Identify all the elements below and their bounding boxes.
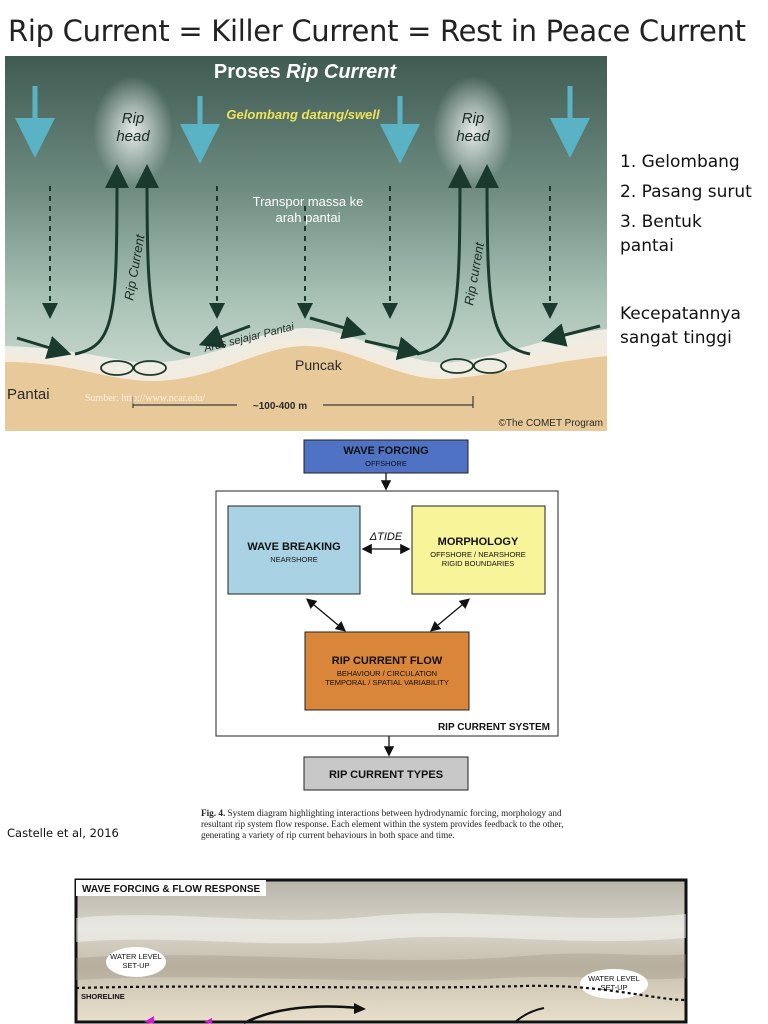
morphology-sub-1: OFFSHORE / NEARSHORE bbox=[430, 550, 525, 559]
morphology-box bbox=[411, 505, 546, 595]
figure-caption: Fig. 4. System diagram highlighting inte… bbox=[201, 808, 581, 841]
rip-current-types-box bbox=[303, 756, 469, 791]
shoreline-line bbox=[75, 984, 687, 1002]
wave-breaking-title: WAVE BREAKING bbox=[247, 541, 340, 553]
speed-note: Kecepatannya sangat tinggi bbox=[620, 304, 741, 348]
spacing-label: ~100-400 m bbox=[253, 401, 307, 412]
rip-flow-sub-2: TEMPORAL / SPATIAL VARIABILITY bbox=[325, 678, 449, 687]
factor-item: pantai bbox=[620, 236, 674, 256]
spacing-bracket bbox=[132, 396, 474, 408]
factor-item: 2. Pasang surut bbox=[620, 182, 752, 202]
magenta-marker bbox=[144, 1016, 154, 1024]
mass-transport-arrows bbox=[42, 186, 558, 319]
factor-list: 1. Gelombang 2. Pasang surut 3. Bentuk p… bbox=[620, 150, 752, 264]
wave-forcing-box bbox=[303, 439, 469, 474]
factor-item: 3. Bentuk bbox=[620, 212, 702, 232]
rip-figure-title: Proses Rip Current bbox=[214, 61, 398, 83]
comet-credit: ©The COMET Program bbox=[499, 418, 603, 429]
wave-breaking-sub: NEARSHORE bbox=[270, 555, 318, 564]
tide-label: ΔTIDE bbox=[369, 531, 403, 543]
rip-system-diagram: WAVE FORCING OFFSHORE WAVE BREAKING NEAR… bbox=[215, 439, 559, 791]
surf-zone-foam bbox=[5, 328, 607, 382]
morphology-sub-2: RIGID BOUNDARIES bbox=[442, 559, 515, 568]
caption-text: System diagram highlighting interactions… bbox=[201, 808, 564, 840]
swell-label: Gelombang datang/swell bbox=[226, 107, 380, 122]
rip-flow-sub-1: BEHAVIOUR / CIRCULATION bbox=[337, 669, 437, 678]
caption-label: Fig. 4. bbox=[201, 808, 226, 818]
water-level-bubble-left bbox=[106, 947, 166, 977]
rip-current-arrows bbox=[16, 164, 601, 361]
flow-figure-title-box bbox=[76, 880, 266, 896]
crest-label: Puncak bbox=[295, 357, 343, 373]
citation: Castelle et al, 2016 bbox=[7, 826, 119, 840]
source-label: Sumber: http://www.ncar.edu/ bbox=[85, 393, 205, 404]
morphology-title: MORPHOLOGY bbox=[438, 536, 519, 548]
factor-item: 1. Gelombang bbox=[620, 152, 740, 172]
flow-arrow bbox=[243, 1005, 360, 1024]
system-label: RIP CURRENT SYSTEM bbox=[438, 722, 550, 733]
wave-forcing-sub: OFFSHORE bbox=[365, 459, 407, 468]
flow-response-figure: WAVE FORCING & FLOW RESPONSE WATER LEVEL… bbox=[74, 878, 688, 1024]
beach-label: Pantai bbox=[7, 386, 50, 403]
flow-figure-title: WAVE FORCING & FLOW RESPONSE bbox=[82, 884, 260, 895]
water-level-bubble-right bbox=[580, 969, 648, 999]
shoreline-label: SHORELINE bbox=[81, 992, 125, 1001]
slide-title: Rip Current = Killer Current = Rest in P… bbox=[8, 14, 746, 48]
wave-forcing-title: WAVE FORCING bbox=[343, 445, 428, 457]
circulation-loops bbox=[100, 358, 507, 376]
flow-figure-frame bbox=[74, 878, 688, 1024]
wave-breaking-box bbox=[227, 505, 361, 595]
rip-types-title: RIP CURRENT TYPES bbox=[329, 769, 443, 781]
rip-current-flow-box bbox=[304, 631, 470, 711]
beach-sand bbox=[5, 338, 607, 431]
swell-arrows bbox=[15, 86, 590, 164]
rip-flow-title: RIP CURRENT FLOW bbox=[332, 655, 443, 667]
